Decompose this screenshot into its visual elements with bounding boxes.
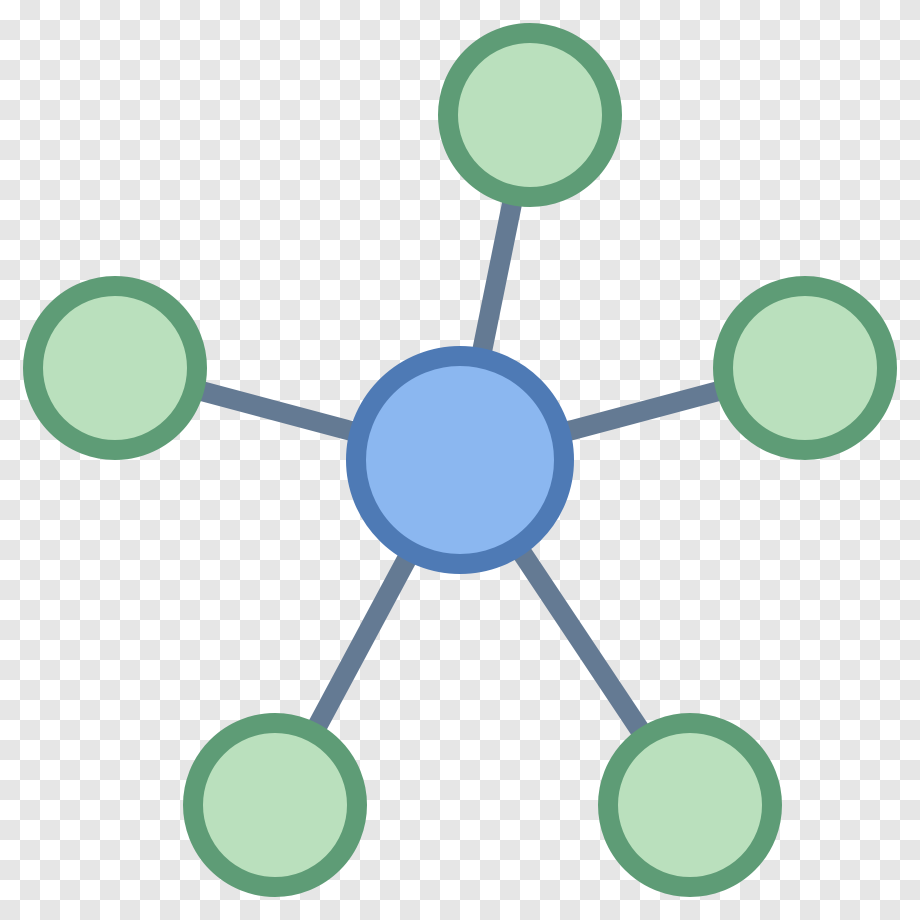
satellite-node-right (713, 276, 897, 460)
satellite-node-top (438, 23, 622, 207)
satellite-node-left (23, 276, 207, 460)
satellite-node-bottom-right (598, 713, 782, 897)
satellite-node-bottom-left (183, 713, 367, 897)
nodes-group (23, 23, 897, 897)
hub-node (346, 346, 574, 574)
